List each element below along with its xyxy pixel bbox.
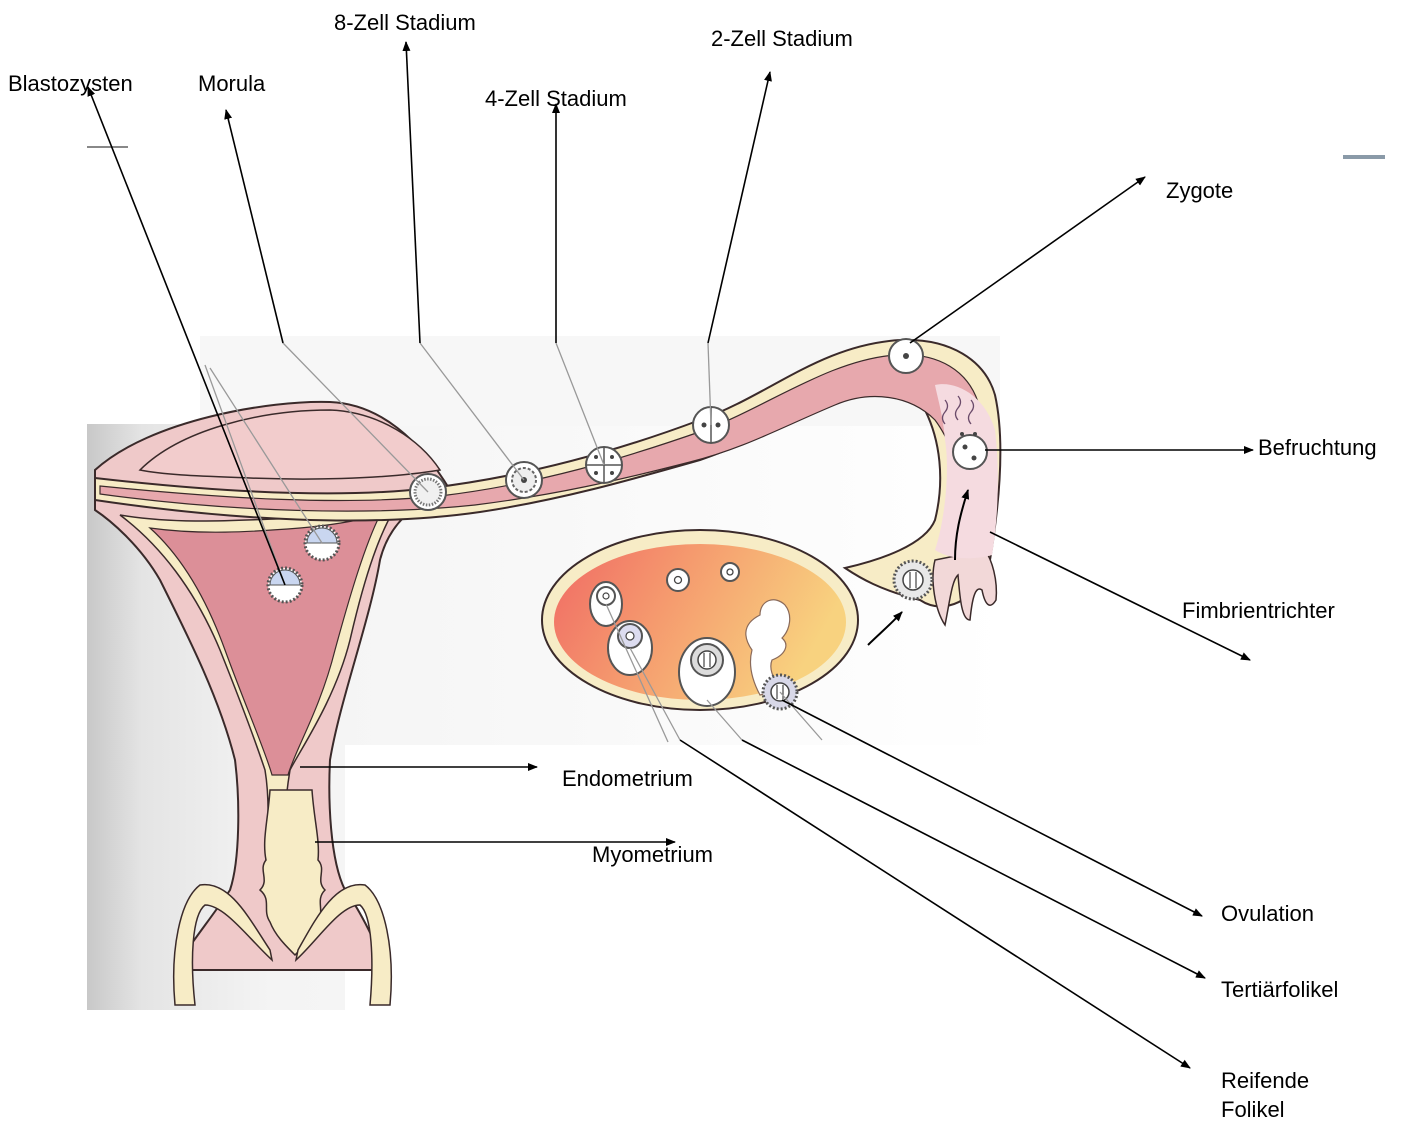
- label-myometrium: Myometrium: [592, 841, 713, 868]
- label-tertiaerfolikel: Tertiärfolikel: [1221, 976, 1338, 1003]
- ovary-follicle-small-1: [667, 569, 689, 591]
- label-morula: Morula: [198, 70, 265, 97]
- arrow-zygote: [910, 177, 1145, 343]
- lower-white-block: [345, 745, 1045, 1015]
- label-befruchtung: Befruchtung: [1258, 434, 1377, 461]
- arrow-morula: [226, 110, 283, 343]
- ovary-follicle-small-2: [721, 563, 739, 581]
- ovary-follicle-tertiary: [679, 638, 735, 706]
- label-zygote: Zygote: [1166, 177, 1233, 204]
- label-reifende-2: Folikel: [1221, 1096, 1285, 1123]
- label-blastozysten: Blastozysten: [8, 70, 133, 97]
- zygote-cell: [889, 339, 923, 373]
- label-ovulation: Ovulation: [1221, 900, 1314, 927]
- label-endometrium: Endometrium: [562, 765, 693, 792]
- label-zell2: 2-Zell Stadium: [711, 25, 853, 52]
- arrow-fimbrientrichter: [990, 532, 1250, 660]
- label-fimbrientrichter: Fimbrientrichter: [1182, 597, 1335, 624]
- arrow-zell8: [406, 42, 420, 343]
- label-zell4: 4-Zell Stadium: [485, 85, 627, 112]
- label-reifende-1: Reifende: [1221, 1067, 1309, 1094]
- arrow-zell2: [708, 72, 770, 343]
- ovulated-oocyte: [894, 561, 932, 599]
- label-zell8: 8-Zell Stadium: [334, 9, 476, 36]
